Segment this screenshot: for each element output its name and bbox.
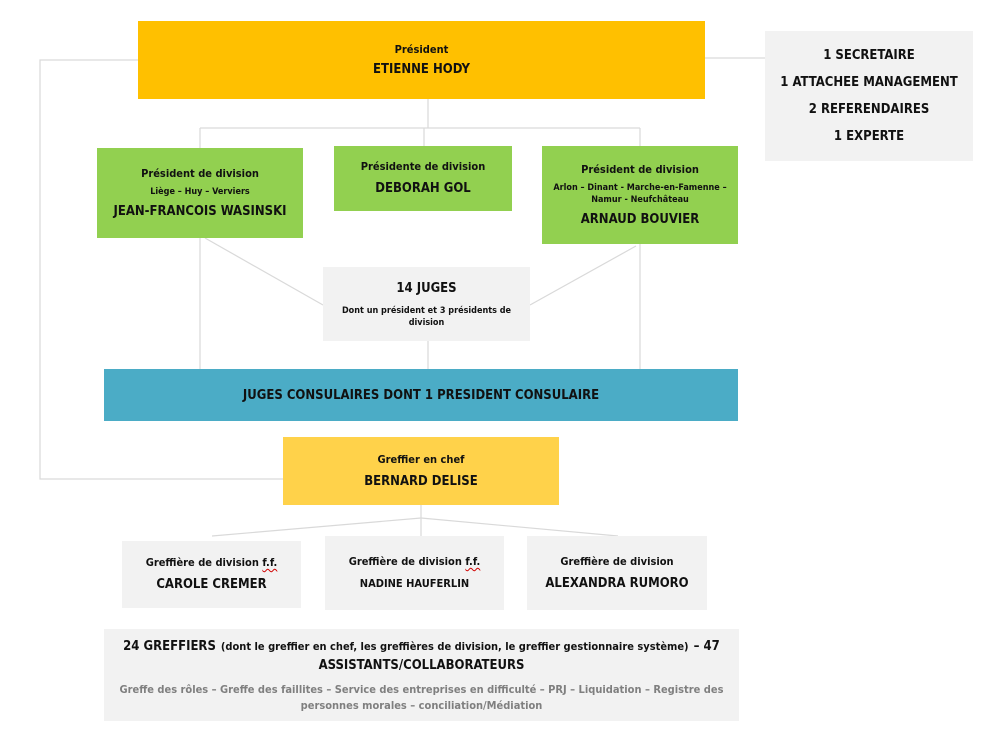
chief-clerk-role: Greffier en chef	[377, 452, 465, 466]
registry-detail: (dont le greffier en chef, les greffière…	[220, 640, 689, 653]
division-president-box: Président de division Liège – Huy – Verv…	[97, 148, 303, 238]
division-president-box: Président de division Arlon – Dinant - M…	[542, 146, 738, 244]
division-clerk-box: Greffière de division f.f. CAROLE CREMER	[122, 541, 301, 608]
division-clerk-box: Greffière de division f.f. NADINE HAUFER…	[325, 536, 504, 610]
division-president-box: Présidente de division DEBORAH GOL	[334, 146, 512, 211]
judges-title: 14 JUGES	[396, 280, 457, 296]
chief-clerk-box: Greffier en chef BERNARD DELISE	[283, 437, 559, 505]
registry-services: Greffe des rôles – Greffe des faillites …	[119, 683, 724, 712]
division-clerk-name: CAROLE CREMER	[156, 577, 267, 592]
judges-box: 14 JUGES Dont un président et 3 présiden…	[323, 267, 530, 341]
division-clerk-name: ALEXANDRA RUMORO	[545, 575, 689, 591]
division-clerk-role: Greffière de division	[145, 556, 259, 569]
consular-judges-box: JUGES CONSULAIRES DONT 1 PRESIDENT CONSU…	[104, 369, 738, 421]
president-role: Président	[394, 42, 449, 56]
president-box: Président ETIENNE HODY	[138, 21, 705, 99]
division-president-role: Présidente de division	[360, 160, 486, 173]
division-president-role: Président de division	[141, 166, 259, 180]
division-clerk-box: Greffière de division ALEXANDRA RUMORO	[527, 536, 707, 610]
division-president-role: Président de division	[581, 162, 699, 176]
division-president-name: JEAN-FRANCOIS WASINSKI	[113, 203, 287, 219]
division-clerk-role: Greffière de division	[348, 555, 462, 568]
registry-box: 24 GREFFIERS (dont le greffier en chef, …	[104, 629, 739, 721]
division-president-name: ARNAUD BOUVIER	[580, 211, 700, 227]
division-clerk-suffix: f.f.	[465, 555, 481, 568]
staff-item: 1 EXPERTE	[833, 129, 905, 144]
consular-judges-label: JUGES CONSULAIRES DONT 1 PRESIDENT CONSU…	[242, 387, 600, 403]
staff-item: 2 REFERENDAIRES	[808, 102, 930, 117]
division-clerk-suffix: f.f.	[262, 556, 278, 569]
division-president-region: Arlon – Dinant - Marche-en-Famenne – Nam…	[553, 182, 727, 205]
division-clerk-role: Greffière de division	[560, 554, 674, 568]
staff-item: 1 ATTACHEE MANAGEMENT	[780, 75, 958, 90]
staff-box: 1 SECRETAIRE 1 ATTACHEE MANAGEMENT 2 REF…	[765, 31, 973, 161]
chief-clerk-name: BERNARD DELISE	[364, 473, 478, 489]
staff-item: 1 SECRETAIRE	[823, 48, 915, 63]
registry-assistants: – 47 ASSISTANTS/COLLABORATEURS	[318, 639, 720, 673]
judges-note: Dont un président et 3 présidents de div…	[341, 305, 512, 328]
president-name: ETIENNE HODY	[373, 61, 470, 77]
division-president-region: Liège – Huy – Verviers	[150, 186, 250, 197]
registry-count: 24 GREFFIERS	[123, 639, 216, 654]
division-clerk-name: NADINE HAUFERLIN	[359, 577, 470, 590]
division-president-name: DEBORAH GOL	[375, 181, 471, 196]
